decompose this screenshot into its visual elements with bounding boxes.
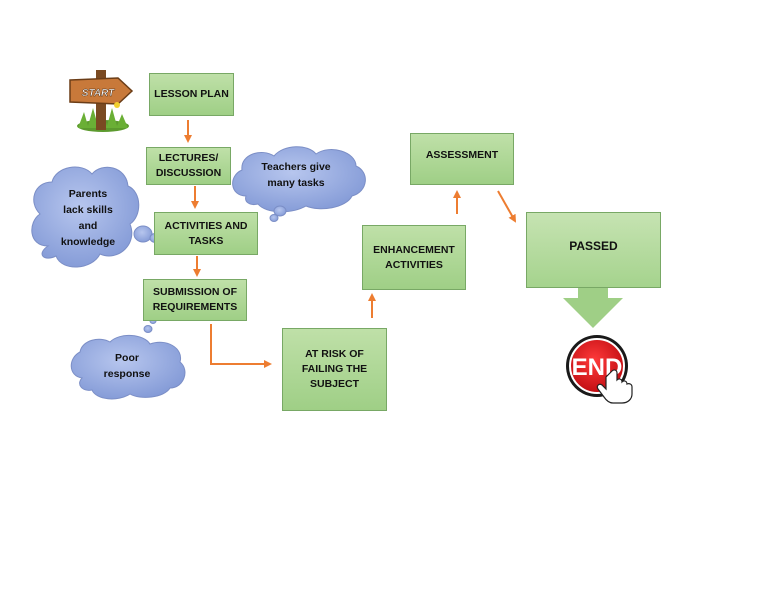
lesson-plan-label: LESSON PLAN xyxy=(154,88,229,100)
enhancement-activities-box: ENHANCEMENT ACTIVITIES xyxy=(362,225,466,290)
submission-requirements-box: SUBMISSION OF REQUIREMENTS xyxy=(143,279,247,321)
cloud-parents xyxy=(31,166,164,268)
cloud-poor-response-text: Poor response xyxy=(103,352,151,380)
activities-tasks-label: ACTIVITIES AND TASKS xyxy=(164,219,248,247)
submission-requirements-label: SUBMISSION OF REQUIREMENTS xyxy=(152,286,238,313)
cloud-teachers xyxy=(232,146,366,222)
passed-label: PASSED xyxy=(569,239,618,253)
lectures-discussion-label: LECTURES/ DISCUSSION xyxy=(155,152,222,179)
end-button-icon[interactable]: END xyxy=(566,335,633,404)
at-risk-label: AT RISK OF FAILING THE SUBJECT xyxy=(301,348,368,390)
arrow-assessment-to-passed xyxy=(497,190,516,223)
cloud-parents-text: Parents lack skills and knowledge xyxy=(60,188,116,248)
assessment-box: ASSESSMENT xyxy=(410,133,514,185)
passed-box: PASSED xyxy=(526,212,661,288)
arrow-submission-to-at-risk xyxy=(210,324,272,368)
lectures-discussion-box: LECTURES/ DISCUSSION xyxy=(146,147,231,185)
start-sign-icon: START xyxy=(69,70,134,132)
lesson-plan-box: LESSON PLAN xyxy=(149,73,234,116)
cloud-teachers-text: Teachers give many tasks xyxy=(261,161,331,189)
start-sign-label: START xyxy=(82,88,115,99)
passed-down-arrow xyxy=(563,288,623,328)
at-risk-box: AT RISK OF FAILING THE SUBJECT xyxy=(282,328,387,411)
activities-tasks-box: ACTIVITIES AND TASKS xyxy=(154,212,258,255)
pointer-hand-icon xyxy=(596,369,633,404)
enhancement-activities-label: ENHANCEMENT ACTIVITIES xyxy=(373,243,455,271)
assessment-label: ASSESSMENT xyxy=(425,149,499,161)
